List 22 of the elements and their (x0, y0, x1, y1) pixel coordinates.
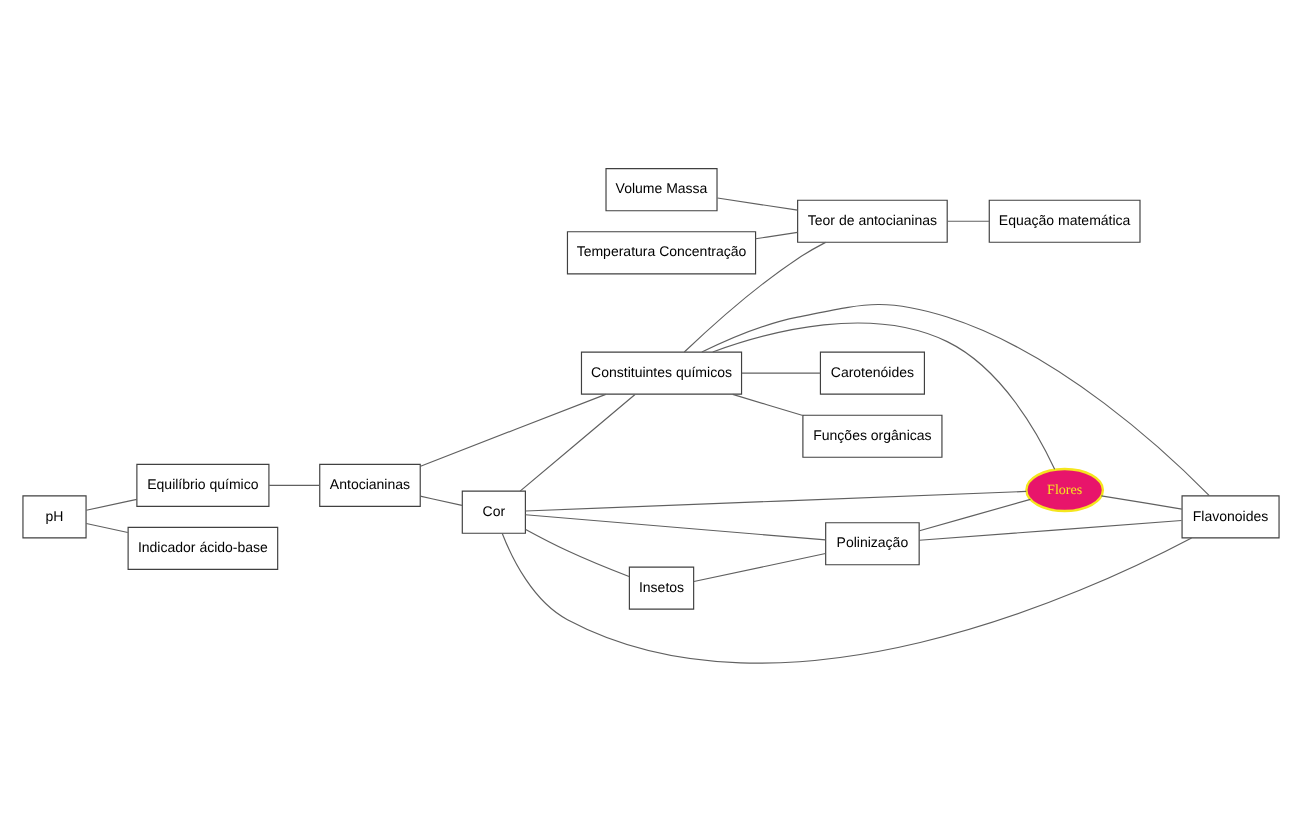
connector (525, 490, 1027, 512)
connector (501, 532, 1193, 664)
connector (918, 519, 1183, 541)
connector (1100, 495, 1183, 510)
connector (519, 393, 636, 492)
connector (419, 393, 607, 467)
connector (693, 552, 827, 583)
connector (701, 303, 1210, 497)
connector (918, 498, 1031, 532)
connector (946, 220, 990, 222)
connector (419, 495, 463, 506)
connector (85, 522, 129, 534)
connector (683, 241, 827, 353)
connector (716, 197, 799, 211)
connector (524, 514, 827, 541)
connector (712, 322, 1056, 470)
connector (85, 498, 138, 511)
connector (755, 231, 799, 240)
connector (525, 528, 630, 578)
connector (268, 484, 320, 486)
connector (741, 372, 821, 374)
connector (732, 393, 804, 417)
